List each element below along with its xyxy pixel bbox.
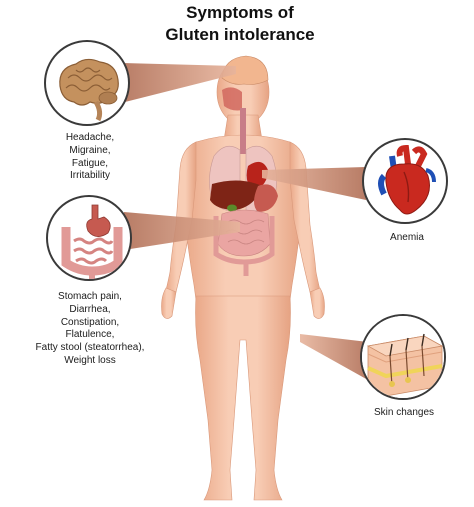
title-line-2: Gluten intolerance bbox=[165, 25, 315, 44]
diagram-title: Symptoms of Gluten intolerance bbox=[120, 2, 360, 46]
gut-symptom-1: Stomach pain, bbox=[58, 291, 122, 302]
gut-symptom-4: Flatulence, bbox=[65, 329, 115, 341]
anemia-text: Anemia bbox=[390, 232, 424, 243]
head-symptom-4: Irritability bbox=[69, 170, 110, 182]
gut-symptom-3: Constipation, bbox=[60, 316, 120, 328]
skin-changes-label: Skin changes bbox=[356, 407, 452, 420]
skin-section-icon bbox=[360, 314, 446, 400]
brain-icon bbox=[44, 40, 130, 126]
gut-symptom-2: Diarrhea, bbox=[69, 303, 111, 315]
head-symptom-3: Fatigue, bbox=[71, 157, 109, 169]
heart-icon bbox=[362, 138, 448, 224]
gut-symptoms-label: Stomach pain, Diarrhea, Constipation, Fl… bbox=[10, 291, 170, 368]
skin-changes-text: Skin changes bbox=[373, 407, 435, 418]
head-symptom-1: Headache, bbox=[65, 132, 115, 143]
digestive-tract-icon bbox=[46, 195, 132, 281]
callout-pointers bbox=[121, 63, 368, 380]
head-symptom-2: Migraine, bbox=[69, 144, 111, 156]
title-line-1: Symptoms of bbox=[186, 3, 294, 22]
anemia-label: Anemia bbox=[362, 232, 452, 245]
internal-organs bbox=[209, 55, 278, 276]
gut-symptom-5: Fatty stool (steatorrhea), bbox=[35, 342, 145, 354]
head-symptoms-label: Headache, Migraine, Fatigue, Irritabilit… bbox=[42, 132, 138, 183]
gut-symptom-6: Weight loss bbox=[64, 354, 116, 366]
